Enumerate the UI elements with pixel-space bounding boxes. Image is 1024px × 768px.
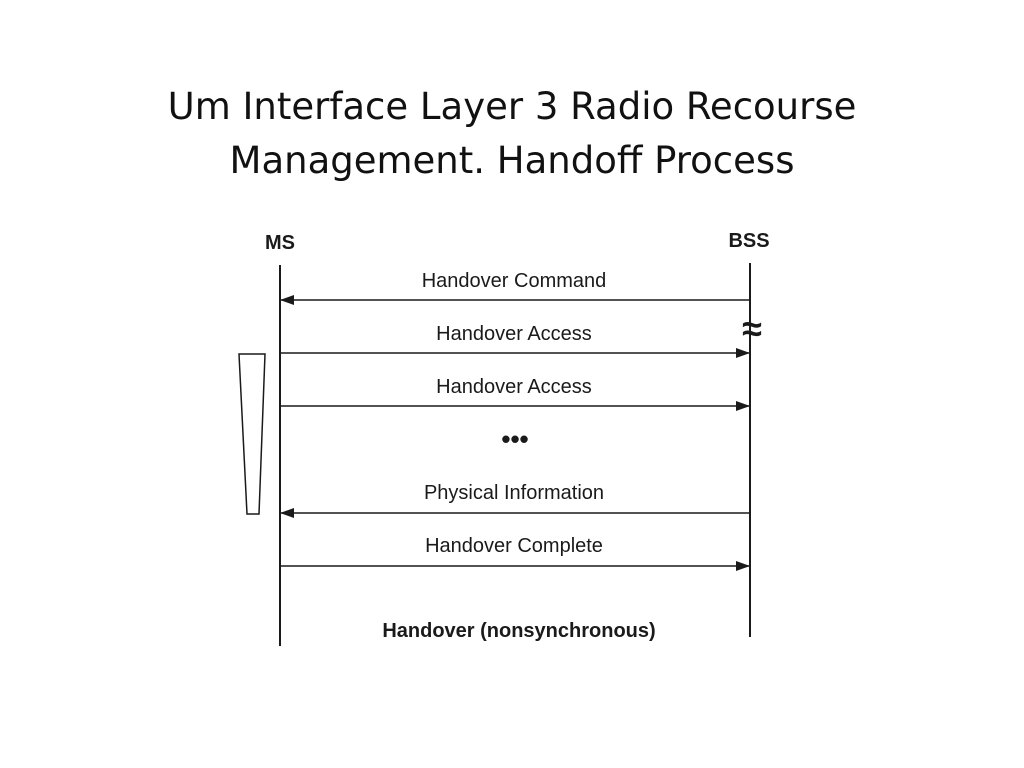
- diagram-caption: Handover (nonsynchronous): [382, 620, 655, 642]
- message-label-2: Handover Access: [436, 323, 592, 345]
- ms-entity-label: MS: [265, 232, 295, 254]
- slide-title-line-1: Um Interface Layer 3 Radio Recourse: [167, 85, 857, 128]
- continuation-dots: •••: [501, 424, 528, 454]
- slide-title-line-2: Management. Handoff Process: [229, 139, 795, 182]
- message-label-3: Handover Access: [436, 376, 592, 398]
- message-label-5: Handover Complete: [425, 535, 603, 557]
- bss-entity-label: BSS: [728, 230, 769, 252]
- lifeline-break-mark: ≈: [742, 308, 762, 349]
- slide-title: Um Interface Layer 3 Radio Recourse Mana…: [0, 80, 1024, 188]
- timing-wedge-icon: [238, 353, 266, 515]
- message-label-4: Physical Information: [424, 482, 604, 504]
- message-label-1: Handover Command: [422, 270, 607, 292]
